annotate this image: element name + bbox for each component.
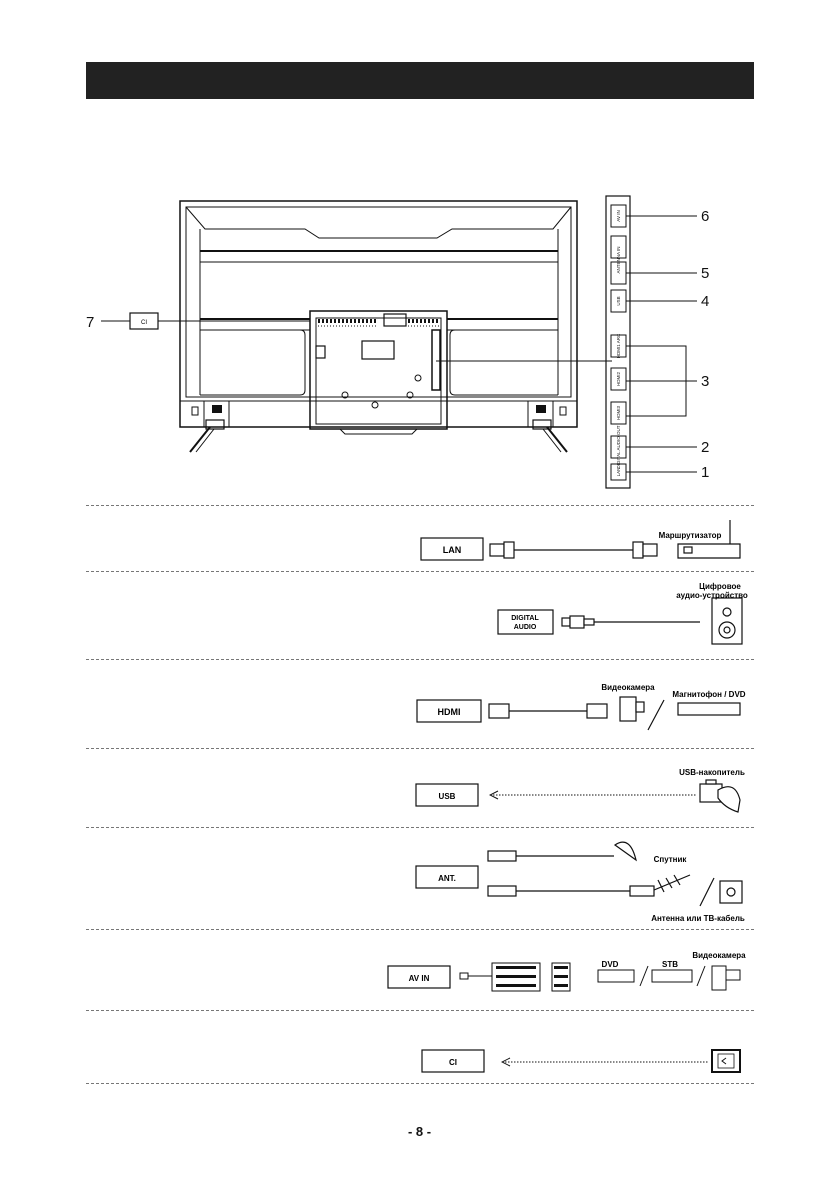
hdmi-label: HDMI (438, 707, 461, 717)
row-usb: USB USB-накопитель (415, 768, 745, 813)
tv-rear-diagram: AV IN ANTENNA IN USB HDMI1 ARC HDMI2 HDM… (86, 195, 709, 489)
ant-cable-label: Антенна или ТВ-кабель (651, 914, 745, 923)
av-dvd-label: DVD (602, 960, 619, 969)
hdmi-device-camera: Видеокамера (601, 683, 655, 692)
usb-label: USB (439, 792, 456, 801)
row-lan: LAN Маршрутизатор (420, 520, 741, 561)
port-hdmi3: HDMI3 (616, 406, 621, 420)
separator (86, 1010, 754, 1011)
ci-side-label: CI (141, 320, 147, 326)
router-label: Маршрутизатор (659, 531, 722, 540)
callout-6: 6 (701, 208, 709, 225)
av-stb-label: STB (662, 960, 678, 969)
tv-outer-frame (179, 200, 578, 428)
port-digital-audio: DIGITAL AUDIO OUT (616, 425, 621, 468)
port-antenna: ANTENNA IN (616, 246, 621, 273)
digital-label-2: AUDIO (514, 624, 537, 631)
port-av-in: AV IN (616, 210, 621, 221)
digital-label-1: DIGITAL (511, 615, 539, 622)
callout-3: 3 (701, 373, 709, 390)
av-label: AV IN (409, 974, 430, 983)
digital-device-1: Цифровое (699, 582, 741, 591)
separator (86, 827, 754, 828)
digital-device-2: аудио-устройство (676, 591, 748, 600)
tv-center-module (309, 310, 448, 430)
lan-label: LAN (443, 545, 462, 555)
row-hdmi: HDMI Видеокамера Магнитофон / DVD (416, 683, 746, 731)
ci-side-slot (129, 312, 159, 330)
row-digital-audio: DIGITAL AUDIO Цифровое аудио-устройство (497, 582, 748, 645)
separator (86, 929, 754, 930)
port-usb: USB (616, 296, 621, 305)
usb-device-label: USB-накопитель (679, 768, 745, 777)
page-number: - 8 - (407, 1124, 432, 1139)
row-ci: CI (421, 1049, 741, 1073)
callout-1: 1 (701, 464, 709, 481)
hdmi-device-vcr: Магнитофон / DVD (672, 690, 745, 699)
section-header-bar (86, 62, 754, 99)
row-antenna: ANT. Спутник Антенна или ТВ-кабель (415, 841, 745, 923)
callout-2: 2 (701, 439, 709, 456)
callout-7: 7 (86, 314, 94, 331)
separator (86, 748, 754, 749)
port-hdmi2: HDMI2 (616, 372, 621, 386)
av-camera-label: Видеокамера (692, 951, 746, 960)
separator (86, 659, 754, 660)
ant-label: ANT. (438, 874, 456, 883)
separator (86, 1083, 754, 1084)
port-hdmi1: HDMI1 ARC (616, 333, 621, 358)
port-lan: LAN (616, 468, 621, 477)
callout-5: 5 (701, 265, 709, 282)
callout-4: 4 (701, 293, 709, 310)
row-av-in: AV IN DVD STB Видеокамера (387, 951, 746, 992)
separator (86, 571, 754, 572)
separator (86, 505, 754, 506)
ci-label: CI (449, 1058, 457, 1067)
ant-satellite-label: Спутник (654, 855, 688, 864)
ci-card (711, 1049, 741, 1073)
